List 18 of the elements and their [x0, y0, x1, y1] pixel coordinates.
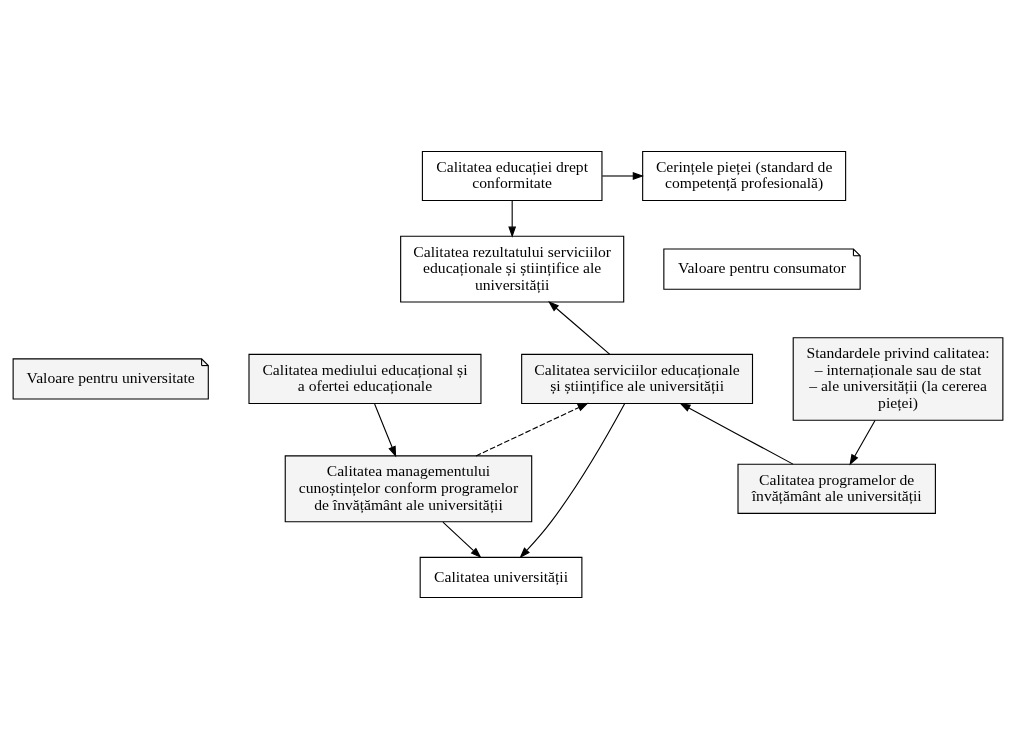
arrow	[601, 171, 644, 180]
node-box: Standardele privind calitatea: – internaționale sau de stat – ale universității (la cererea pieței)	[792, 336, 1004, 421]
arrow	[508, 199, 517, 238]
node-box: Calitatea programelor de învățământ ale universității	[737, 463, 936, 514]
arrow	[475, 402, 589, 456]
node-box: Calitatea managementului cunoștințelor conform programelor de învățământ ale universității	[284, 454, 533, 522]
node-box: Calitatea educației drept conformitate	[421, 150, 603, 201]
arrow	[679, 402, 794, 465]
node-box: Calitatea rezultatului serviciilor educaționale și științifice ale universității	[400, 235, 625, 303]
arrow	[849, 419, 876, 465]
arrow	[442, 521, 482, 558]
node-box: Calitatea universității	[419, 556, 583, 598]
arrow	[374, 402, 397, 457]
node-box: Calitatea mediului educațional și a ofertei educaționale	[248, 353, 482, 404]
arrow	[548, 300, 611, 355]
node-box: Cerințele pieței (standard de competență profesională)	[642, 150, 847, 201]
node-box: Calitatea serviciilor educaționale și științifice ale universității	[521, 353, 754, 404]
arrow	[519, 402, 626, 558]
